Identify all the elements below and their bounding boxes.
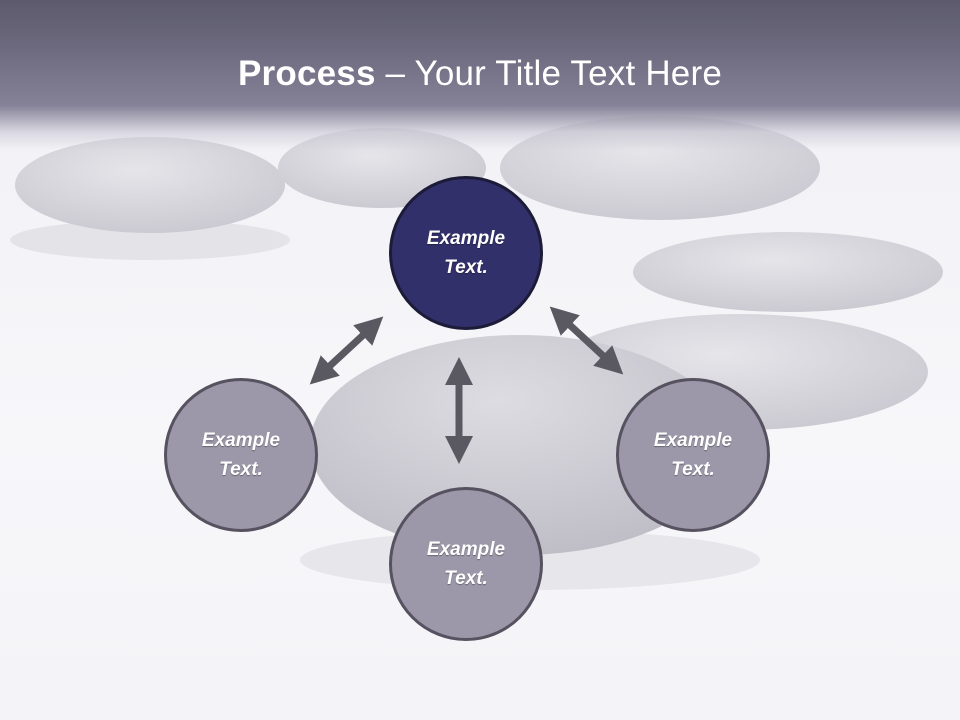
node-right-line2: Text. [671, 459, 715, 480]
node-top-line1: Example [426, 228, 506, 249]
node-top-label: Example Text. [406, 224, 526, 282]
title-rest: – Your Title Text Here [375, 54, 722, 93]
pebble [633, 232, 943, 312]
node-bottom: Example Text. [389, 487, 543, 641]
pebble [15, 137, 285, 233]
title-bold: Process [238, 54, 376, 93]
node-left-line1: Example [201, 430, 281, 451]
node-left-line2: Text. [219, 459, 263, 480]
pebble [310, 335, 730, 555]
slide-title: Process – Your Title Text Here [0, 52, 960, 96]
node-left: Example Text. [164, 378, 318, 532]
arrow-top-right [549, 306, 624, 375]
node-right-line1: Example [653, 430, 733, 451]
node-top: Example Text. [389, 176, 543, 330]
node-left-label: Example Text. [181, 426, 301, 484]
node-bottom-line1: Example [426, 539, 506, 560]
node-right-label: Example Text. [633, 426, 753, 484]
node-bottom-label: Example Text. [406, 535, 526, 593]
node-bottom-line2: Text. [444, 568, 488, 589]
arrow-top-left [309, 316, 384, 385]
node-right: Example Text. [616, 378, 770, 532]
title-bar [0, 0, 960, 150]
node-top-line2: Text. [444, 257, 488, 278]
